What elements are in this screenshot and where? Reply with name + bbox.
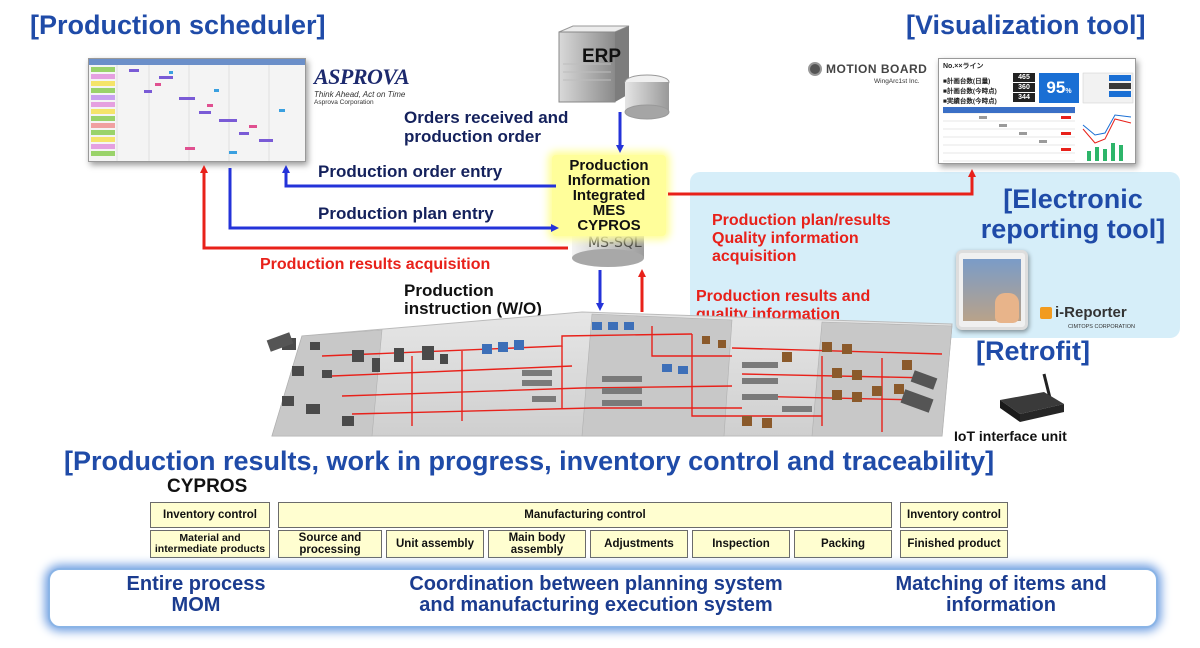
mes-line-3: Integrated MES xyxy=(572,187,646,219)
motionboard-logo: MOTION BOARD WingArc1st Inc. xyxy=(808,62,928,85)
heading-production-scheduler: [Production scheduler] xyxy=(30,10,326,40)
production-plan-entry-label: Production plan entry xyxy=(318,204,494,223)
cell-main-body-assembly: Main body assembly xyxy=(488,530,586,558)
erp-server-icon xyxy=(558,25,670,120)
production-results-acquisition-label: Production results acquisition xyxy=(260,256,491,273)
bottom-mid-line-1: Coordination between planning system xyxy=(409,573,783,595)
mes-line-2: Information xyxy=(567,172,651,189)
production-instruction-text: Production instruction (W/O) xyxy=(404,281,542,318)
cell-material-text: Material and intermediate products xyxy=(154,532,266,555)
orders-received-label: Orders received and production order xyxy=(404,108,594,146)
bottom-matching-items: Matching of items and information xyxy=(866,574,1136,616)
mes-line-4: CYPROS xyxy=(577,217,641,234)
i-reporter-logo: i-Reporter CIMTOPS CORPORATION xyxy=(1040,304,1135,330)
production-order-entry-label: Production order entry xyxy=(318,162,503,181)
dashboard-percent-box: 95% xyxy=(1039,73,1079,103)
cell-packing: Packing xyxy=(794,530,892,558)
bottom-entire-process-mom: Entire process MOM xyxy=(80,574,312,616)
asprova-tagline: Think Ahead, Act on Time xyxy=(314,90,406,99)
i-reporter-tablet xyxy=(956,250,1028,330)
erp-label: ERP xyxy=(582,46,622,67)
wingarc-corp: WingArc1st Inc. xyxy=(874,78,920,85)
ms-sql-label: MS-SQL xyxy=(588,235,642,251)
cell-inventory-control-right: Inventory control xyxy=(900,502,1008,528)
motionboard-mark-icon xyxy=(808,62,822,76)
bottom-summary-band xyxy=(48,568,1158,628)
cimtops-corp: CIMTOPS CORPORATION xyxy=(1068,324,1136,330)
acquisition-line: acquisition xyxy=(712,248,797,265)
heading-electronic-text: [Electronic reporting tool] xyxy=(980,184,1166,244)
bottom-left-line-1: Entire process xyxy=(126,573,266,595)
cypros-title: CYPROS xyxy=(167,476,248,497)
bottom-mid-line-2: and manufacturing execution system xyxy=(419,594,773,616)
cell-inventory-control-left: Inventory control xyxy=(150,502,270,528)
cell-material-intermediate: Material and intermediate products xyxy=(150,530,270,558)
cell-adjustments: Adjustments xyxy=(590,530,688,558)
cell-main-body-text: Main body assembly xyxy=(508,532,566,556)
heading-retrofit: [Retrofit] xyxy=(976,336,1090,366)
dashboard-row-3-label: ■実績台数(今時点) xyxy=(943,98,997,105)
quality-information-line: Quality information xyxy=(712,230,859,247)
cell-unit-assembly: Unit assembly xyxy=(386,530,484,558)
plan-results-line: Production plan/results xyxy=(712,212,891,229)
dashboard-graphic xyxy=(943,72,1134,162)
heading-electronic-reporting-tool: [Electronic reporting tool] xyxy=(968,184,1178,244)
dashboard-title: No.××ライン xyxy=(943,63,984,70)
heading-visualization-tool: [Visualization tool] xyxy=(906,10,1146,40)
cell-source-text: Source and processing xyxy=(298,532,362,556)
mes-line-1: Production xyxy=(569,157,649,174)
plan-results-quality-label: Production plan/results Quality informat… xyxy=(712,212,891,266)
dashboard-value-2: 360 xyxy=(1013,83,1035,92)
bottom-left-line-2: MOM xyxy=(171,594,221,616)
gantt-chart-graphic xyxy=(89,59,305,161)
cell-finished-product: Finished product xyxy=(900,530,1008,558)
bottom-coordination: Coordination between planning system and… xyxy=(346,574,846,616)
i-reporter-mark-icon xyxy=(1040,306,1052,319)
dashboard-percent-value: 95 xyxy=(1046,78,1066,97)
visualization-dashboard-screenshot: No.××ライン ■計画台数(日量) ■計画台数(今時点) ■実績台数(今時点)… xyxy=(938,58,1136,164)
scheduler-gantt-screenshot xyxy=(88,58,306,162)
cell-inspection: Inspection xyxy=(692,530,790,558)
i-reporter-logo-text: i-Reporter xyxy=(1055,304,1127,321)
cell-source-processing: Source and processing xyxy=(278,530,382,558)
electronic-reporting-panel xyxy=(690,172,1180,338)
dashboard-row-1-label: ■計画台数(日量) xyxy=(943,78,991,85)
dashboard-row-2-label: ■計画台数(今時点) xyxy=(943,88,997,95)
asprova-corporation: Asprova Corporation xyxy=(314,99,374,106)
production-instruction-label: Production instruction (W/O) xyxy=(404,282,564,318)
dashboard-value-1: 465 xyxy=(1013,73,1035,82)
asprova-logo-text: ASPROVA xyxy=(314,64,410,89)
mes-cypros-label: Production Information Integrated MES CY… xyxy=(552,155,666,236)
iot-interface-unit-icon xyxy=(1000,373,1064,422)
cell-manufacturing-control: Manufacturing control xyxy=(278,502,892,528)
bottom-right-line-1: Matching of items and xyxy=(895,573,1107,595)
bottom-right-line-2: information xyxy=(946,594,1056,616)
factory-floor-illustration xyxy=(266,311,953,437)
asprova-logo: ASPROVA Think Ahead, Act on Time Asprova… xyxy=(314,64,424,106)
dashboard-percent-unit: % xyxy=(1065,88,1072,95)
dashboard-value-3: 344 xyxy=(1013,93,1035,102)
iot-interface-unit-label: IoT interface unit xyxy=(954,428,1067,444)
tablet-finger-icon xyxy=(995,293,1019,323)
heading-main-traceability: [Production results, work in progress, i… xyxy=(64,446,995,476)
orders-received-text: Orders received and production order xyxy=(404,108,569,146)
motionboard-logo-text: MOTION BOARD xyxy=(826,62,928,76)
